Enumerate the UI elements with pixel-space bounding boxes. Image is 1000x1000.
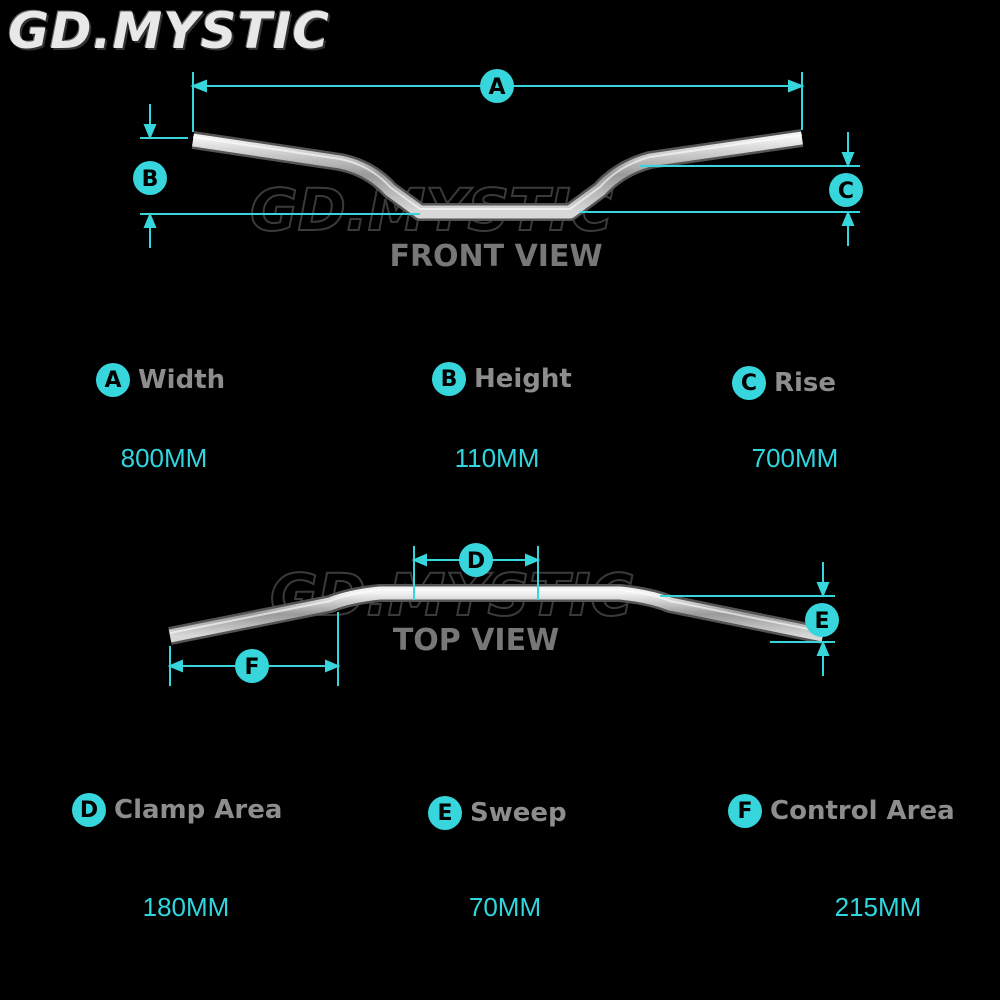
badge-a: A [96, 363, 130, 397]
front-view-title: FRONT VIEW [389, 239, 602, 274]
spec-value-clamp-area: 180MM [142, 892, 230, 922]
spec-value-sweep: 70MM [468, 892, 542, 922]
spec-name-clamp-area: Clamp Area [114, 795, 283, 825]
badge-b: B [432, 362, 466, 396]
spec-label-sweep: E Sweep [428, 796, 567, 830]
badge-c: C [732, 366, 766, 400]
marker-b-letter: B [142, 167, 159, 192]
spec-label-clamp-area: D Clamp Area [72, 793, 282, 827]
marker-c [829, 173, 863, 207]
spec-value-control-area: 215MM [834, 892, 922, 922]
dimension-c-line [580, 132, 860, 246]
marker-c-letter: C [838, 179, 854, 204]
badge-f: F [728, 794, 762, 828]
spec-name-rise: Rise [774, 368, 837, 398]
marker-a-letter: A [488, 75, 505, 100]
spec-value-width: 800MM [120, 443, 208, 473]
brand-logo: GD.MYSTIC [8, 2, 330, 60]
spec-label-control-area: F Control Area [728, 794, 955, 828]
dimension-d-line [411, 546, 541, 600]
badge-e: E [428, 796, 462, 830]
marker-e-letter: E [814, 609, 829, 634]
marker-f-letter: F [244, 655, 259, 680]
spec-value-rise: 700MM [751, 443, 839, 473]
marker-d [459, 543, 493, 577]
spec-name-width: Width [138, 365, 226, 395]
dimension-e-line [660, 562, 835, 676]
spec-name-height: Height [474, 364, 572, 394]
marker-f [235, 649, 269, 683]
spec-value-height: 110MM [454, 443, 540, 473]
spec-name-control-area: Control Area [770, 796, 955, 826]
marker-d-letter: D [467, 549, 485, 574]
marker-e [805, 603, 839, 637]
spec-label-width: A Width [96, 363, 225, 397]
spec-label-rise: C Rise [732, 366, 836, 400]
spec-label-height: B Height [432, 362, 572, 396]
dimension-b-line [140, 104, 420, 248]
badge-d: D [72, 793, 106, 827]
top-view-title: TOP VIEW [393, 623, 559, 658]
marker-b [133, 161, 167, 195]
spec-name-sweep: Sweep [470, 798, 567, 828]
marker-a [480, 69, 514, 103]
